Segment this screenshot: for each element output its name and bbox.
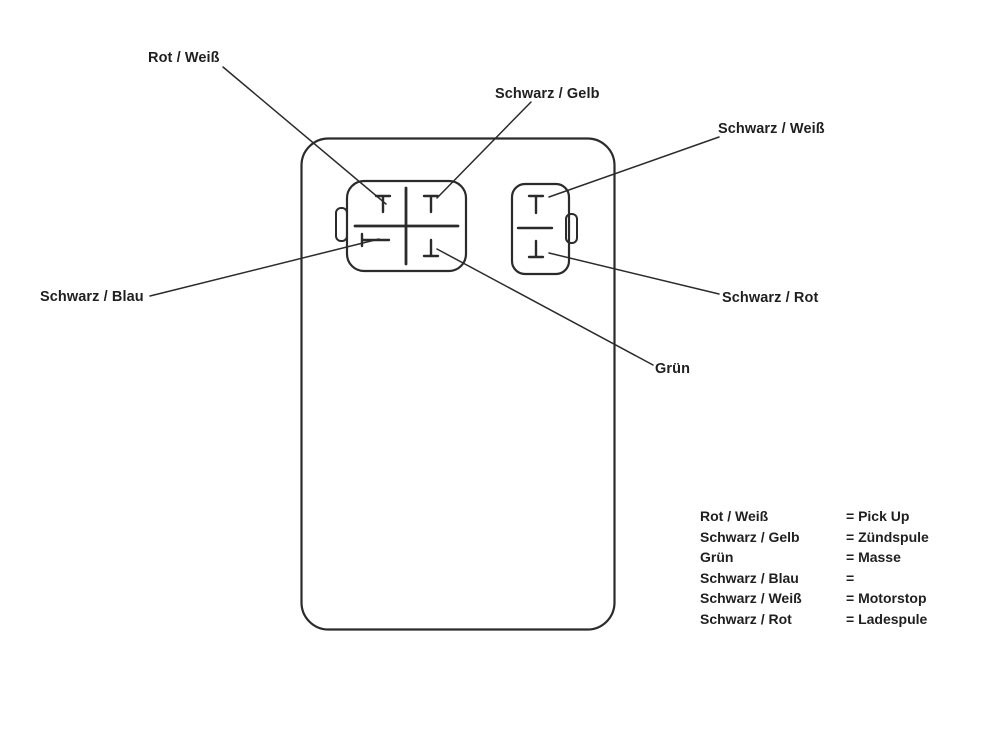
pin-rot-weiss — [374, 194, 392, 214]
right-connector-tab — [565, 213, 578, 244]
legend-function-masse: = Masse — [846, 549, 901, 565]
legend-function-ladespule: = Ladespule — [846, 610, 928, 627]
right-connector-outline — [510, 182, 571, 276]
legend-wire-schwarz-blau: Schwarz / Blau — [700, 569, 799, 586]
legend-wire-gruen: Grün — [700, 549, 734, 565]
leader-schwarz-rot — [548, 252, 720, 295]
leader-rot-weiss — [222, 66, 387, 205]
label-schwarz-rot: Schwarz / Rot — [722, 290, 819, 306]
legend-wire-schwarz-rot: Schwarz / Rot — [700, 610, 792, 627]
pin-schwarz-rot — [527, 239, 545, 259]
leader-schwarz-gelb — [436, 101, 532, 199]
label-rot-weiss: Rot / Weiß — [148, 50, 220, 66]
pin-schwarz-weiss — [527, 194, 545, 215]
wire-legend: Rot / Weiß = Pick Up Schwarz / Gelb = Zü… — [700, 508, 929, 627]
pin-schwarz-gelb — [422, 194, 440, 214]
label-schwarz-gelb: Schwarz / Gelb — [495, 86, 600, 102]
cdi-body-outline — [300, 137, 616, 631]
label-gruen: Grün — [655, 361, 691, 377]
label-schwarz-weiss: Schwarz / Weiß — [718, 121, 825, 137]
leader-schwarz-weiss — [548, 136, 720, 198]
label-schwarz-blau: Schwarz / Blau — [40, 289, 144, 305]
legend-function-zuendspule: = Zündspule — [846, 528, 929, 545]
leader-schwarz-blau — [149, 238, 380, 297]
legend-function-blank: = — [846, 569, 855, 586]
left-connector-tab — [335, 207, 348, 242]
legend-wire-schwarz-weiss: Schwarz / Weiß — [700, 590, 802, 606]
left-connector-cross — [353, 186, 460, 266]
legend-function-motorstop: = Motorstop — [846, 590, 927, 606]
legend-wire-rot-weiss: Rot / Weiß — [700, 508, 769, 524]
pin-gruen — [422, 238, 440, 258]
legend-wire-schwarz-gelb: Schwarz / Gelb — [700, 528, 800, 545]
legend-function-pick-up: = Pick Up — [846, 508, 910, 524]
leader-gruen — [436, 248, 654, 366]
